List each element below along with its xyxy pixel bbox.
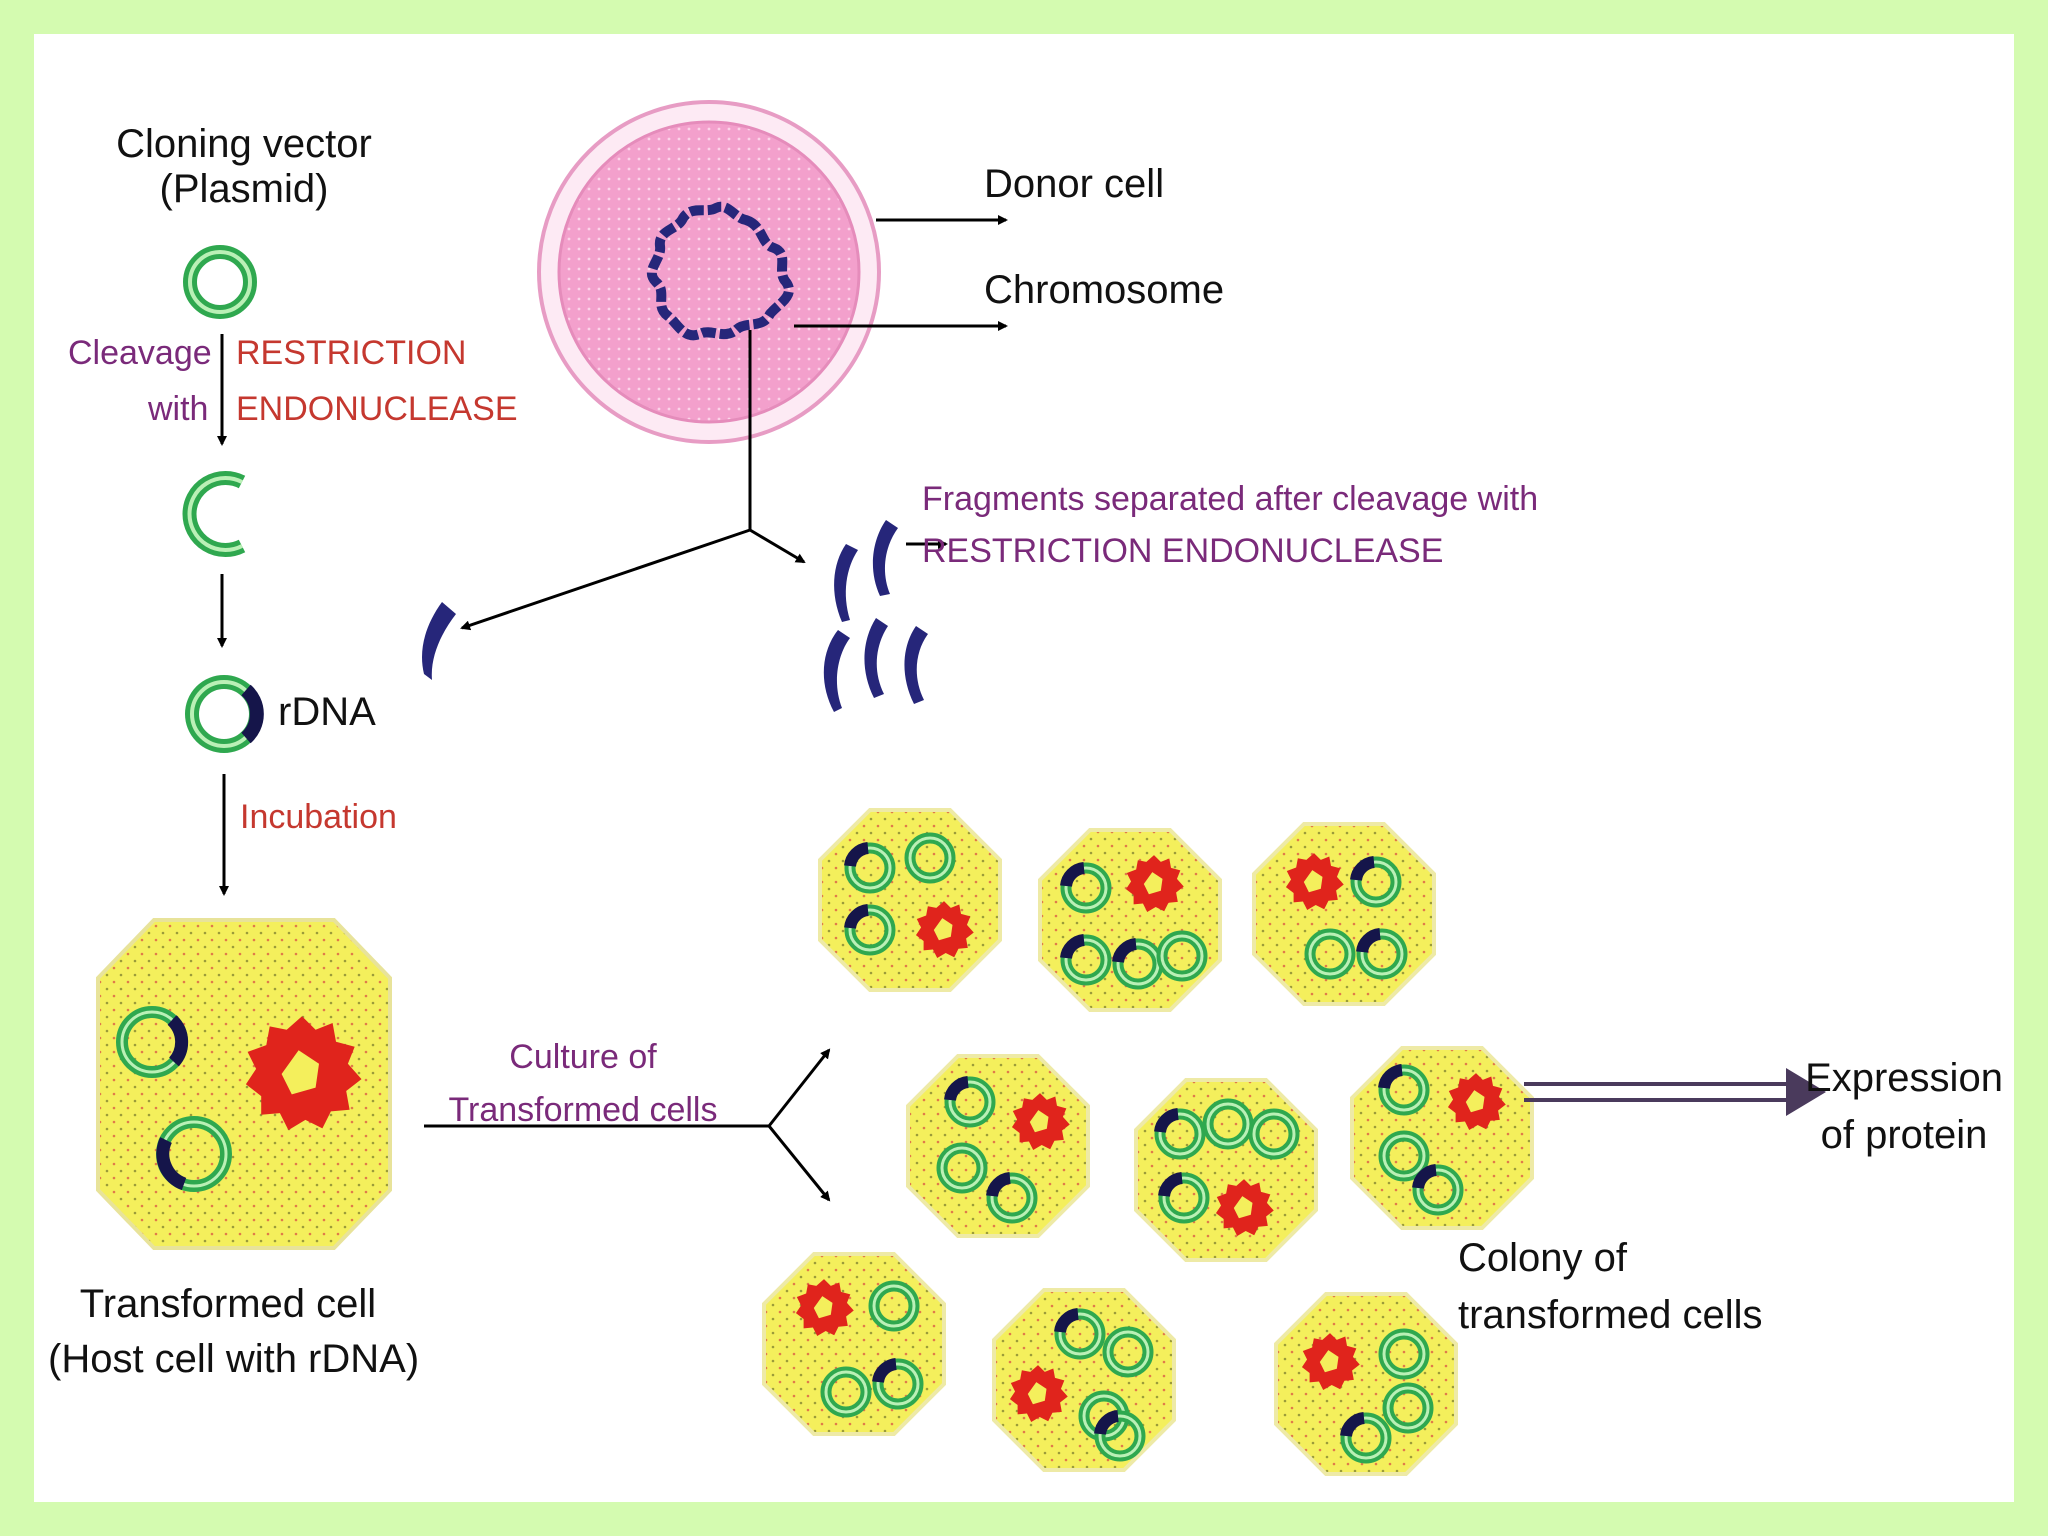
expression-line1: Expression: [1805, 1056, 2003, 1100]
plasmid-ring: [183, 245, 257, 319]
rdna-label: rDNA: [278, 690, 376, 734]
fragments-label-line1: Fragments separated after cleavage with: [922, 480, 1539, 518]
transformed-cell-label: Transformed cell (Host cell with rDNA): [48, 1282, 420, 1382]
cleavage-split-arrows: [460, 330, 806, 631]
fragments-label-line2: RESTRICTION ENDONUCLEASE: [922, 532, 1444, 570]
cleavage-label: Cleavage: [68, 334, 212, 372]
rdna-ring: [185, 675, 264, 753]
cloning-vector-label: Cloning vector (Plasmid): [88, 122, 400, 212]
chromosome-coil: [646, 201, 794, 341]
expression-line2: of protein: [1820, 1113, 1988, 1157]
cloning-vector-line1: Cloning vector: [116, 122, 372, 166]
colony-line1: Colony of: [1458, 1236, 1627, 1280]
culture-line2: Transformed cells: [448, 1091, 718, 1129]
culture-line1: Culture of: [509, 1038, 657, 1076]
donor-cell: [537, 100, 881, 444]
donor-cell-label: Donor cell: [984, 162, 1165, 206]
chromosome-label: Chromosome: [984, 268, 1225, 312]
incubation-label: Incubation: [240, 798, 397, 836]
colony-line2: transformed cells: [1458, 1293, 1763, 1337]
endonuclease-label: ENDONUCLEASE: [236, 390, 518, 428]
with-label: with: [148, 390, 209, 428]
dna-fragments: [422, 520, 928, 712]
diagram-panel: Cloning vector (Plasmid) Cleavage with R…: [34, 34, 2014, 1502]
restriction-label: RESTRICTION: [236, 334, 467, 372]
culture-split-arrows: [424, 1048, 831, 1202]
transformed-line2: (Host cell with rDNA): [48, 1337, 420, 1381]
transformed-line1: Transformed cell: [79, 1282, 377, 1326]
culture-label: Culture of Transformed cells: [418, 1038, 748, 1130]
colony-cells: [762, 808, 1534, 1476]
expression-label: Expression of protein: [1804, 1056, 2004, 1158]
diagram-canvas: [96, 100, 1826, 1476]
cut-plasmid: [182, 471, 246, 557]
colony-label: Colony of transformed cells: [1458, 1236, 1763, 1338]
cloning-vector-line2: (Plasmid): [159, 167, 329, 211]
transformed-host-cell: [96, 918, 392, 1250]
expression-double-arrow: [1524, 1068, 1826, 1116]
